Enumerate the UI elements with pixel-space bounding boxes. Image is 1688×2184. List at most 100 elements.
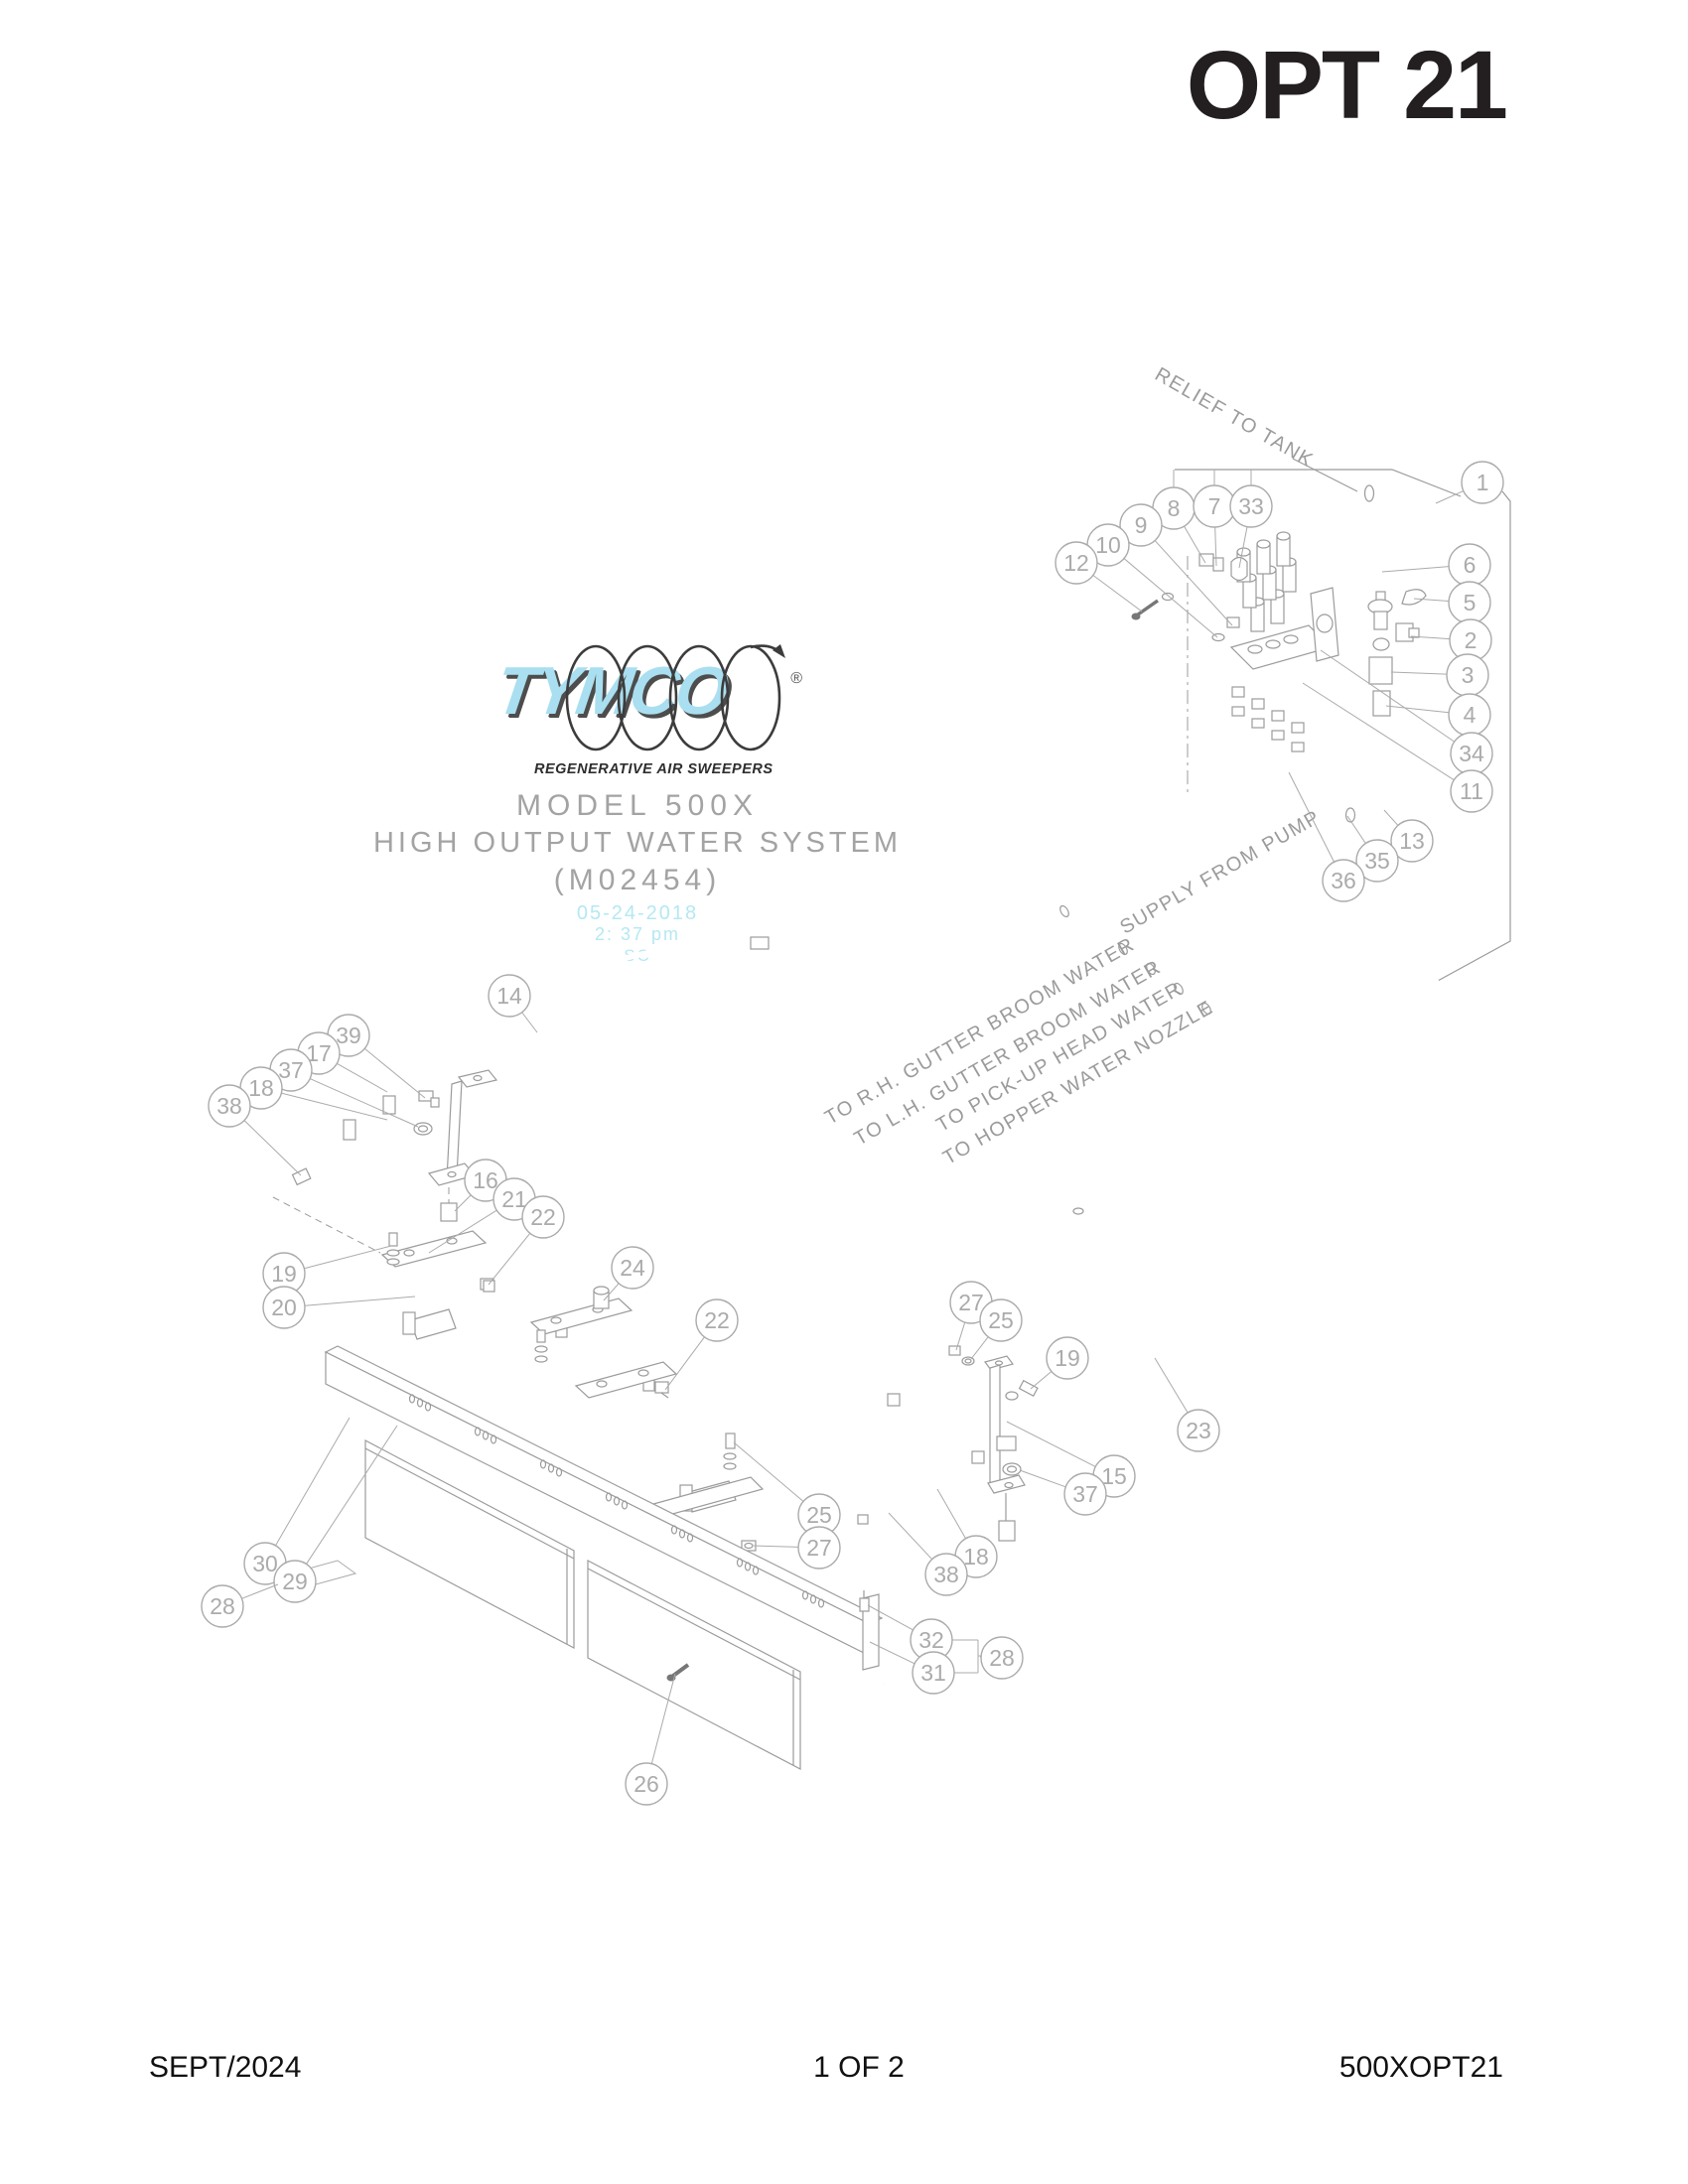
callout-9: 9 [1119, 503, 1163, 547]
callout-number: 37 [278, 1057, 304, 1083]
callout-leader [1390, 671, 1448, 675]
callout-number: 38 [933, 1562, 959, 1587]
callout-number: 39 [336, 1023, 361, 1048]
callout-number: 25 [806, 1502, 832, 1528]
callout-number: 11 [1460, 778, 1483, 804]
callout-leader [955, 1321, 966, 1351]
callout-leader [1302, 682, 1455, 781]
rubber-flap-right [587, 1560, 801, 1770]
callout-22: 22 [695, 1298, 739, 1342]
callout-number: 9 [1135, 512, 1148, 538]
model-line: MODEL 500X [516, 789, 759, 822]
part-number-line: (M02454) [553, 864, 722, 896]
callout-leader [1030, 1371, 1053, 1390]
callout-number: 20 [271, 1295, 297, 1320]
supply-tube [1072, 976, 1440, 1215]
callout-leader [309, 1078, 419, 1128]
callout-number: 15 [1101, 1463, 1127, 1489]
stamp-date: 05-24-2018 [576, 902, 699, 924]
flow-label: TO PICK-UP HEAD WATER [932, 978, 1186, 1137]
callout-number: 24 [620, 1255, 645, 1281]
page-title: OPT 21 [1186, 31, 1508, 139]
callout-leader [241, 1583, 279, 1599]
callout-37: 37 [1063, 1472, 1107, 1516]
rubber-flap-left [364, 1439, 575, 1649]
callout-7: 7 [1193, 484, 1236, 528]
mounting-plate-2 [529, 1286, 633, 1363]
callout-number: 10 [1095, 532, 1121, 558]
callout-number: 22 [704, 1307, 730, 1333]
spray-bar-rail [324, 1345, 886, 1687]
callout-11: 11 [1450, 769, 1493, 813]
callout-number: 23 [1186, 1418, 1211, 1443]
callout-35: 35 [1355, 839, 1399, 883]
callout-number: 28 [989, 1645, 1015, 1671]
callout-number: 4 [1464, 702, 1477, 728]
callout-8: 8 [1152, 486, 1196, 530]
callout-number: 31 [920, 1660, 946, 1686]
callout-leader [428, 1209, 497, 1254]
callout-24: 24 [611, 1246, 654, 1290]
callout-4: 4 [1448, 693, 1491, 737]
callout-number: 2 [1465, 627, 1477, 653]
callout-14: 14 [488, 974, 531, 1018]
callout-32: 32 [910, 1618, 953, 1662]
callout-number: 37 [1072, 1481, 1098, 1507]
callout-number: 18 [963, 1544, 989, 1570]
callout-number: 7 [1208, 493, 1221, 519]
callout-leader [454, 1194, 472, 1212]
callout-leader [1154, 540, 1233, 626]
callout-leader [1006, 1421, 1096, 1467]
callout-27: 27 [797, 1526, 841, 1570]
nozzle-holes [408, 1394, 825, 1608]
callout-leader [1123, 558, 1218, 638]
callout-33: 33 [1229, 484, 1273, 528]
callout-25: 25 [979, 1298, 1023, 1342]
callout-31: 31 [912, 1651, 955, 1695]
callout-number: 34 [1459, 741, 1484, 766]
callout-number: 16 [473, 1167, 498, 1193]
callout-number: 36 [1331, 868, 1356, 893]
registered-mark-icon: ® [790, 670, 802, 687]
callout-number: 27 [806, 1535, 832, 1561]
callout-leader [664, 1336, 705, 1391]
callout-number: 13 [1399, 828, 1425, 854]
logo-tagline: REGENERATIVE AIR SWEEPERS [534, 761, 774, 777]
footer-date: SEPT/2024 [149, 2051, 302, 2084]
callout-29: 29 [273, 1560, 317, 1603]
callout-leader [275, 1417, 351, 1547]
callout-number: 30 [252, 1551, 278, 1576]
callout-28: 28 [980, 1636, 1024, 1680]
callout-number: 19 [1055, 1345, 1080, 1371]
callout-leader [1019, 1469, 1066, 1488]
callout-19: 19 [262, 1252, 306, 1296]
callout-number: 14 [496, 983, 522, 1009]
title-block: MODEL 500X HIGH OUTPUT WATER SYSTEM (M02… [359, 789, 915, 966]
callout-number: 28 [210, 1593, 235, 1619]
callout-leader [1320, 649, 1455, 743]
footer-doc-id: 500XOPT21 [1338, 2051, 1503, 2084]
pressure-regulator-stack [1344, 589, 1427, 823]
callout-leader [733, 1441, 804, 1502]
callout-leader [488, 1233, 531, 1286]
logo-spiral-icon [565, 644, 785, 751]
callout-number: 22 [530, 1204, 556, 1230]
callout-number: 33 [1238, 493, 1264, 519]
callout-leader [650, 1673, 676, 1764]
callout-number: 6 [1464, 552, 1477, 578]
callout-leader [1092, 575, 1143, 613]
distribution-tubes [1118, 671, 1305, 1016]
callout-18: 18 [239, 1066, 283, 1110]
callout-leader [1383, 809, 1399, 826]
callout-34: 34 [1450, 732, 1493, 775]
callout-number: 32 [918, 1627, 944, 1653]
callout-leader [304, 1296, 416, 1306]
callout-26: 26 [625, 1762, 668, 1806]
callout-leader [1410, 635, 1451, 640]
callout-leader [1346, 815, 1366, 844]
callout-number: 29 [282, 1569, 308, 1594]
callout-leader [1238, 526, 1248, 569]
callout-leader [1184, 525, 1206, 564]
